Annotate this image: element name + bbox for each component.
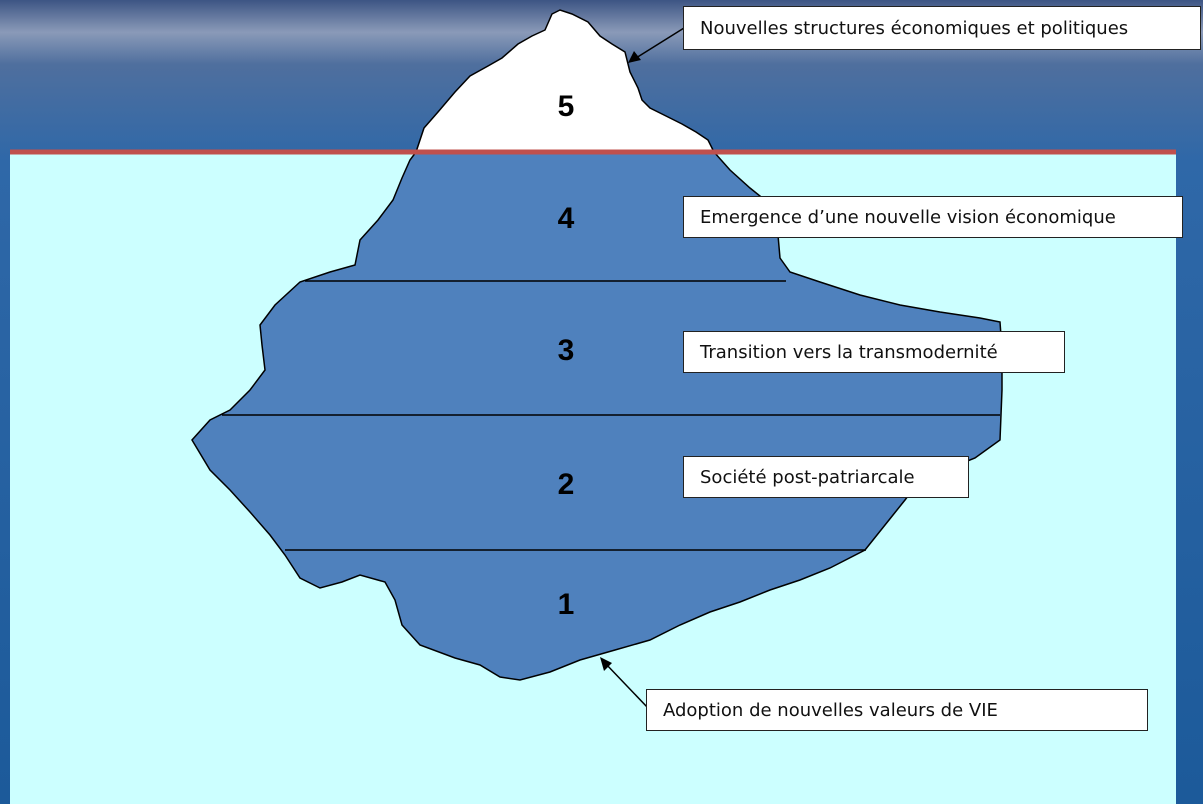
layer-number-4: 4 [558,202,575,235]
label-layer-5: Nouvelles structures économiques et poli… [683,6,1201,50]
label-layer-2: Société post-patriarcale [683,456,969,498]
layer-number-2: 2 [558,468,575,501]
layer-number-5: 5 [558,90,575,123]
arrow-to-base [604,662,649,709]
layer-number-1: 1 [558,588,575,621]
iceberg-underwater [191,151,1003,681]
label-layer-1: Adoption de nouvelles valeurs de VIE [646,689,1148,731]
arrowhead-base [600,657,612,671]
arrow-to-tip [635,27,685,59]
label-layer-3: Transition vers la transmodernité [683,331,1065,373]
arrowhead-tip [628,51,641,63]
layer-number-3: 3 [558,334,575,367]
label-layer-4: Emergence d’une nouvelle vision économiq… [683,196,1183,238]
iceberg-tip [414,9,716,153]
